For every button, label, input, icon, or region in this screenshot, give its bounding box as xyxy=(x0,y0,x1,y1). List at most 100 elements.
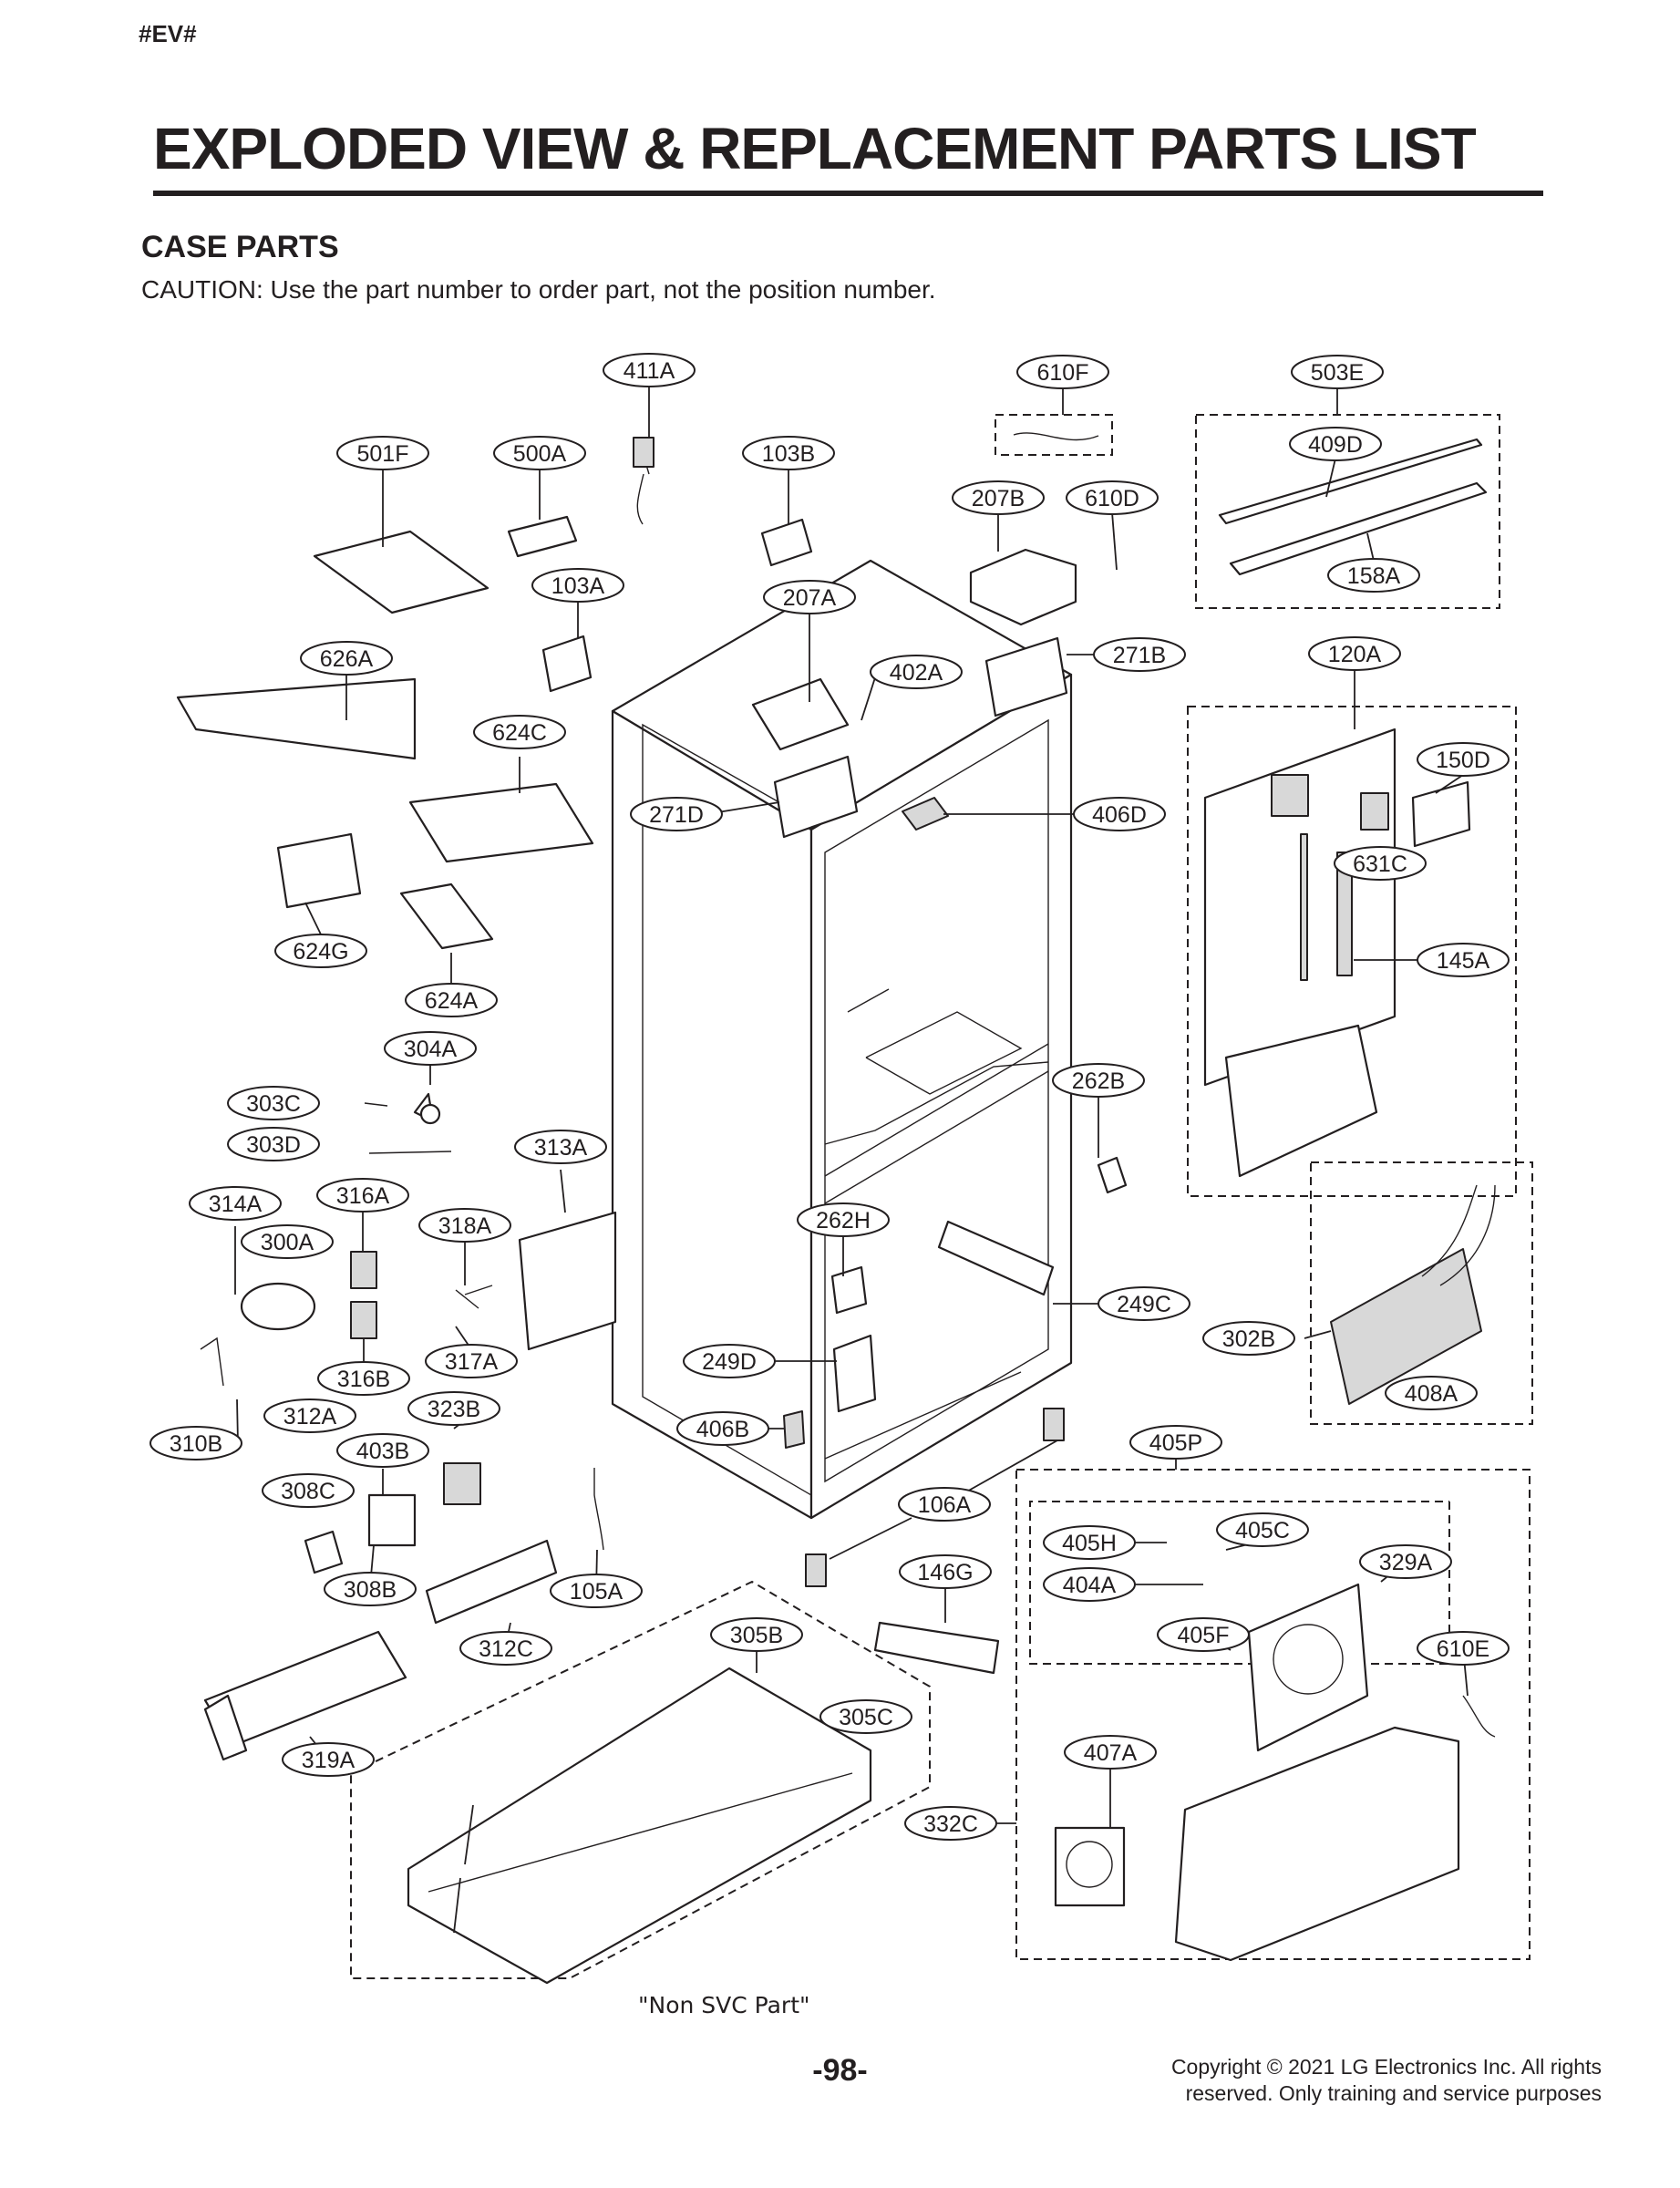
callout-405f: 405F xyxy=(1157,1617,1250,1652)
callout-312c: 312C xyxy=(459,1631,552,1666)
callout-label: 304A xyxy=(404,1037,458,1062)
callout-oval xyxy=(1202,1321,1295,1356)
callout-503e: 503E xyxy=(1291,355,1384,389)
callout-label: 610F xyxy=(1037,360,1089,386)
board-500A xyxy=(507,515,578,558)
callout-411a: 411A xyxy=(603,353,696,387)
callout-label: 624G xyxy=(293,939,348,965)
trim-strip xyxy=(1229,481,1488,576)
fan-motor-407A xyxy=(1054,1826,1126,1907)
callout-oval xyxy=(1129,1425,1222,1460)
callout-label: 319A xyxy=(302,1748,356,1773)
copyright: Copyright © 2021 LG Electronics Inc. All… xyxy=(1091,2054,1602,2107)
callout-label: 150D xyxy=(1436,748,1490,773)
callout-oval xyxy=(1216,1512,1309,1547)
callout-label: 409D xyxy=(1308,432,1363,458)
rail-249D xyxy=(832,1334,877,1413)
callout-oval xyxy=(316,1178,409,1213)
plug-411A xyxy=(633,437,654,468)
callout-271b: 271B xyxy=(1093,637,1186,672)
callout-oval xyxy=(1417,1631,1510,1666)
callout-label: 403B xyxy=(356,1439,409,1464)
trim-bar xyxy=(1218,438,1483,525)
callout-313a: 313A xyxy=(514,1130,607,1164)
callout-label: 146G xyxy=(917,1560,973,1585)
callout-407a: 407A xyxy=(1064,1735,1157,1770)
bracket-406B xyxy=(783,1410,805,1449)
callout-314a: 314A xyxy=(189,1186,282,1221)
callout-103b: 103B xyxy=(742,436,835,470)
callout-oval xyxy=(407,1391,500,1426)
callout-624c: 624C xyxy=(473,715,566,749)
rail-249C xyxy=(937,1220,1055,1296)
callout-oval xyxy=(425,1344,518,1378)
callout-304a: 304A xyxy=(384,1031,477,1066)
part-304A-knob xyxy=(419,1103,441,1125)
callout-label: 407A xyxy=(1084,1740,1138,1766)
callout-label: 308B xyxy=(344,1577,397,1603)
callout-403b: 403B xyxy=(336,1433,429,1468)
dashed-group-405P xyxy=(1015,1469,1531,1960)
hinge-262H xyxy=(830,1265,868,1315)
callout-303c: 303C xyxy=(227,1086,320,1120)
callout-323b: 323B xyxy=(407,1391,500,1426)
callout-405p: 405P xyxy=(1129,1425,1222,1460)
callout-oval xyxy=(819,1699,912,1734)
rail xyxy=(1300,833,1308,981)
callout-label: 503E xyxy=(1311,360,1364,386)
callout-oval xyxy=(514,1130,607,1164)
callout-oval xyxy=(324,1572,417,1606)
dashed-group-302B xyxy=(1310,1161,1533,1425)
callout-label: 303C xyxy=(246,1091,301,1117)
callout-oval xyxy=(1016,355,1109,389)
callout-105a: 105A xyxy=(550,1574,643,1608)
filter-pad xyxy=(1360,792,1389,831)
callout-316a: 316A xyxy=(316,1178,409,1213)
callout-oval xyxy=(1064,1735,1157,1770)
callout-label: 271D xyxy=(649,802,704,828)
callout-408a: 408A xyxy=(1385,1376,1478,1410)
callout-302b: 302B xyxy=(1202,1321,1295,1356)
cover-624C xyxy=(408,782,594,863)
callout-145a: 145A xyxy=(1417,943,1510,977)
callout-label: 610D xyxy=(1085,486,1139,511)
page-title: EXPLODED VIEW & REPLACEMENT PARTS LIST xyxy=(153,116,1477,181)
pad-316B xyxy=(350,1301,377,1339)
callout-label: 500A xyxy=(513,441,567,467)
callout-oval xyxy=(603,353,696,387)
page-number: -98- xyxy=(812,2053,868,2088)
callout-oval xyxy=(1385,1376,1478,1410)
callout-oval xyxy=(473,715,566,749)
callout-oval xyxy=(630,797,723,831)
callout-oval xyxy=(899,1554,992,1589)
callout-oval xyxy=(336,1433,429,1468)
callout-oval xyxy=(1417,943,1510,977)
callout-oval xyxy=(683,1344,776,1378)
callout-262h: 262H xyxy=(797,1202,890,1237)
callout-label: 103A xyxy=(551,573,605,599)
hinge-cover-103A xyxy=(541,635,593,693)
callout-label: 207A xyxy=(783,585,837,611)
callout-oval xyxy=(241,1224,334,1259)
motor-308C xyxy=(304,1530,344,1574)
callout-271d: 271D xyxy=(630,797,723,831)
callout-oval xyxy=(189,1186,282,1221)
callout-207b: 207B xyxy=(952,480,1045,515)
callout-oval xyxy=(550,1574,643,1608)
document-tag: #EV# xyxy=(139,20,197,47)
callout-label: 323B xyxy=(428,1397,480,1422)
callout-oval xyxy=(493,436,586,470)
cover-313A xyxy=(518,1211,617,1351)
bracket-406D xyxy=(902,797,949,831)
callout-label: 308C xyxy=(281,1479,335,1504)
callout-oval xyxy=(1093,637,1186,672)
callout-329a: 329A xyxy=(1359,1544,1452,1579)
callout-312a: 312A xyxy=(263,1398,356,1433)
callout-oval xyxy=(418,1208,511,1243)
callout-label: 312C xyxy=(479,1636,533,1662)
callout-249c: 249C xyxy=(1098,1286,1190,1321)
callout-406b: 406B xyxy=(676,1411,769,1446)
callout-146g: 146G xyxy=(899,1554,992,1589)
callout-262b: 262B xyxy=(1052,1063,1145,1098)
